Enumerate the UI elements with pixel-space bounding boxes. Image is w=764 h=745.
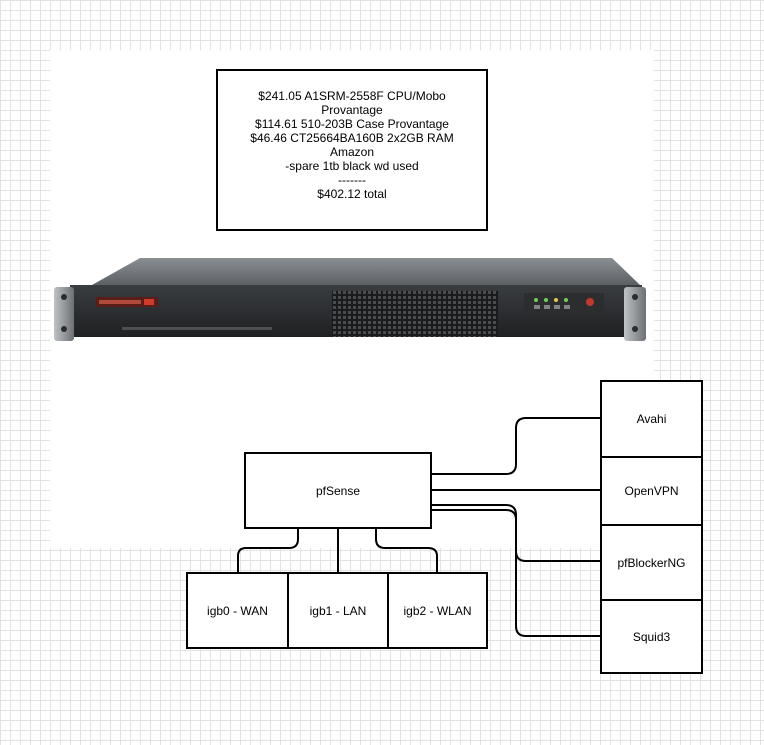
interface-igb0[interactable]: igb0 - WAN [186, 572, 289, 649]
cost-line-ram-vendor: Amazon [329, 145, 375, 159]
server-lid [92, 258, 640, 285]
cost-line-ram: $46.46 CT25664BA160B 2x2GB RAM [250, 131, 454, 145]
cost-line-separator: ------- [338, 173, 366, 187]
cost-summary-text: $241.05 A1SRM-2558F CPU/Mobo Provantage … [250, 89, 453, 201]
service-avahi[interactable]: Avahi [600, 380, 703, 458]
status-led-panel [524, 293, 604, 315]
service-openvpn[interactable]: OpenVPN [600, 456, 703, 526]
cost-line-total: $402.12 total [317, 187, 387, 201]
interface-igb0-label: igb0 - WAN [207, 603, 268, 618]
right-rack-ear [624, 287, 646, 341]
interface-igb2[interactable]: igb2 - WLAN [387, 572, 488, 649]
service-openvpn-label: OpenVPN [624, 484, 679, 498]
rackmount-server-icon[interactable] [52, 255, 652, 347]
power-button [586, 298, 594, 306]
pfsense-node[interactable]: pfSense [244, 452, 432, 529]
interface-igb1[interactable]: igb1 - LAN [287, 572, 389, 649]
cost-line-mobo-vendor: Provantage [321, 103, 383, 117]
cost-line-mobo: $241.05 A1SRM-2558F CPU/Mobo [258, 89, 446, 103]
left-rack-ear [54, 287, 74, 341]
cost-line-disk: -spare 1tb black wd used [285, 159, 419, 173]
service-pfblockerng[interactable]: pfBlockerNG [600, 524, 703, 601]
interface-igb1-label: igb1 - LAN [309, 603, 367, 618]
cost-summary-box[interactable]: $241.05 A1SRM-2558F CPU/Mobo Provantage … [216, 69, 488, 231]
service-avahi-label: Avahi [636, 412, 667, 426]
interface-igb2-label: igb2 - WLAN [403, 603, 472, 618]
pfsense-label: pfSense [315, 483, 361, 498]
service-squid3[interactable]: Squid3 [600, 599, 703, 674]
service-squid3-label: Squid3 [632, 629, 671, 644]
cost-line-case: $114.61 510-203B Case Provantage [255, 117, 449, 131]
front-vent-grille [332, 291, 498, 337]
service-pfblockerng-label: pfBlockerNG [617, 555, 686, 570]
